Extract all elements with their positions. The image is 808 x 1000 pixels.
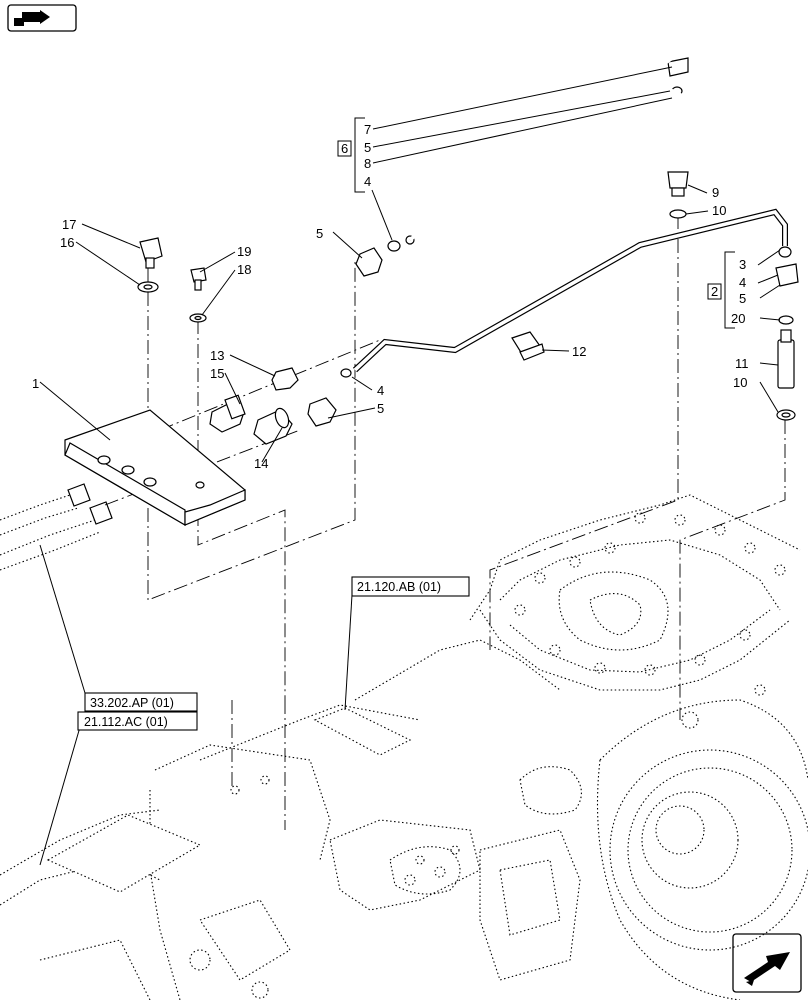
callout-16: 16 bbox=[60, 235, 74, 250]
bracket-part-1[interactable] bbox=[64, 409, 246, 527]
callout-labels: 1 17 16 19 18 13 15 14 5 7 5 8 4 6 4 5 1… bbox=[32, 122, 749, 471]
washer-18[interactable] bbox=[189, 313, 207, 323]
callout-15: 15 bbox=[210, 366, 224, 381]
callout-10-upper: 10 bbox=[712, 203, 726, 218]
pipe-upper[interactable] bbox=[408, 25, 698, 242]
adapter-11[interactable] bbox=[777, 329, 795, 389]
svg-text:21.120.AB (01): 21.120.AB (01) bbox=[357, 580, 441, 594]
washer-16[interactable] bbox=[137, 281, 159, 293]
reference-21-112-ac[interactable]: 21.112.AC (01) bbox=[77, 711, 198, 731]
nut-5-lower[interactable] bbox=[307, 397, 337, 427]
callout-17: 17 bbox=[62, 217, 76, 232]
assembly-centerlines bbox=[104, 215, 786, 830]
callout-20: 20 bbox=[731, 311, 745, 326]
group-bracket-6 bbox=[354, 117, 365, 193]
next-page-arrow-icon[interactable] bbox=[732, 933, 802, 993]
callout-14: 14 bbox=[254, 456, 268, 471]
callout-8: 8 bbox=[364, 156, 371, 171]
hydraulic-hoses bbox=[0, 483, 113, 571]
callout-9: 9 bbox=[712, 185, 719, 200]
callout-3: 3 bbox=[739, 257, 746, 272]
connector-7[interactable] bbox=[667, 57, 689, 77]
view-orientation-icon[interactable] bbox=[7, 4, 77, 32]
nut-5-upper[interactable] bbox=[355, 247, 383, 277]
pipe-lower[interactable] bbox=[352, 208, 788, 373]
callout-18: 18 bbox=[237, 262, 251, 277]
nut-5-right[interactable] bbox=[775, 263, 799, 287]
callout-6-box: 6 bbox=[337, 140, 352, 157]
screw-17[interactable] bbox=[139, 237, 163, 269]
callout-4-lower: 4 bbox=[377, 383, 384, 398]
callout-1: 1 bbox=[32, 376, 39, 391]
callout-4-group: 4 bbox=[364, 174, 371, 189]
callout-6: 6 bbox=[341, 141, 348, 156]
reference-21-120-ab[interactable]: 21.120.AB (01) bbox=[351, 576, 470, 597]
group-bracket-2 bbox=[724, 251, 735, 329]
callout-10-lower: 10 bbox=[733, 375, 747, 390]
screw-19[interactable] bbox=[190, 267, 207, 291]
ring-4-right[interactable] bbox=[778, 246, 792, 258]
callout-2: 2 bbox=[711, 284, 718, 299]
washer-10-upper[interactable] bbox=[669, 209, 687, 219]
clip-12[interactable] bbox=[511, 331, 545, 361]
callout-5-upper: 5 bbox=[316, 226, 323, 241]
reference-33-202-ap[interactable]: 33.202.AP (01) bbox=[84, 692, 198, 712]
svg-text:33.202.AP (01): 33.202.AP (01) bbox=[90, 696, 174, 710]
callout-7: 7 bbox=[364, 122, 371, 137]
callout-13: 13 bbox=[210, 348, 224, 363]
callout-12: 12 bbox=[572, 344, 586, 359]
leader-lines bbox=[39, 66, 781, 866]
callout-5-lower: 5 bbox=[377, 401, 384, 416]
ring-20[interactable] bbox=[778, 315, 794, 325]
washer-10-lower[interactable] bbox=[776, 409, 796, 421]
ring-4-lower[interactable] bbox=[340, 368, 352, 378]
callout-5-right: 5 bbox=[739, 291, 746, 306]
transmission-housing-outline bbox=[0, 494, 808, 1000]
svg-text:21.112.AC (01): 21.112.AC (01) bbox=[84, 715, 168, 729]
callout-19: 19 bbox=[237, 244, 251, 259]
connector-9[interactable] bbox=[667, 171, 689, 197]
bulkhead-fitting-15[interactable] bbox=[209, 394, 246, 433]
callout-4-right: 4 bbox=[739, 275, 746, 290]
nut-13[interactable] bbox=[271, 367, 299, 391]
callout-11: 11 bbox=[735, 356, 749, 371]
bulkhead-fitting-14[interactable] bbox=[253, 407, 293, 445]
callout-5-group: 5 bbox=[364, 140, 371, 155]
callout-2-box: 2 bbox=[707, 283, 722, 300]
